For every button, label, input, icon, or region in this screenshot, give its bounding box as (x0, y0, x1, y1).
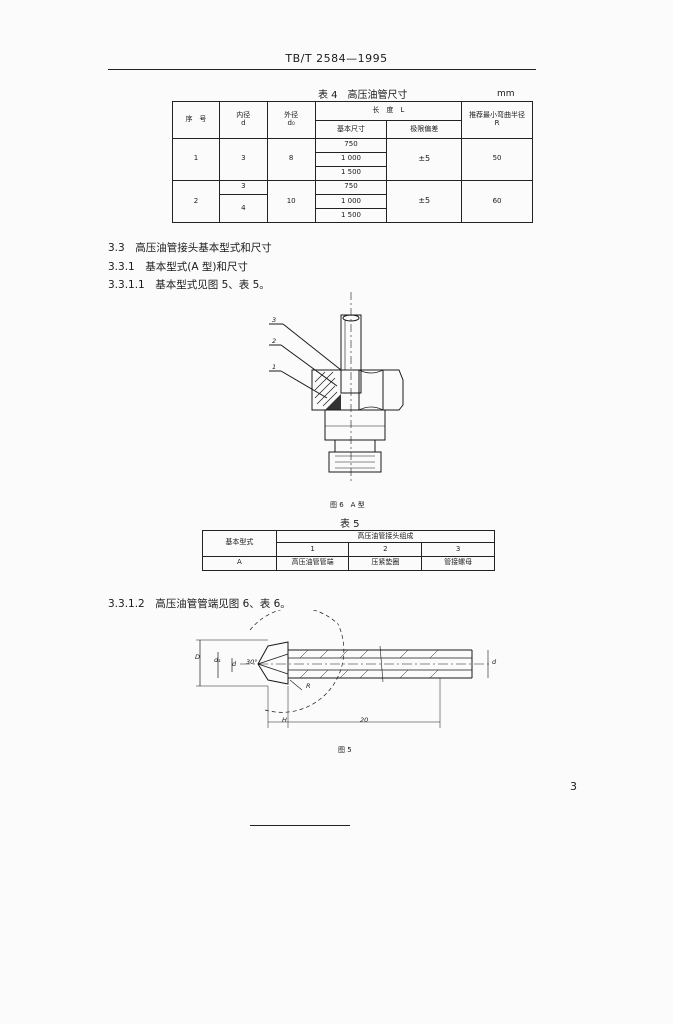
table-cell: 1 500 (314, 207, 388, 224)
part-label-1: 1 (272, 363, 277, 371)
table-cell: 750 (314, 179, 388, 195)
document-header: TB/T 2584—1995 (285, 52, 388, 65)
table4-unit: mm (497, 89, 515, 99)
table-cell: ±5 (386, 137, 463, 181)
table5: 基本型式 高压油管接头组成 1 2 3 A 高压油管管端 压紧垫圈 管接螺母 (202, 529, 496, 572)
t5-item-3: 管接螺母 (421, 555, 495, 572)
page-number: 3 (570, 780, 577, 793)
t5-item-2: 压紧垫圈 (348, 555, 423, 572)
th-radius-sym: R (494, 118, 500, 127)
t5-item-1: 高压油管管端 (275, 555, 350, 572)
th-length-text: 长 度 L (372, 106, 405, 115)
th-radius-text: 推荐最小弯曲半径 (469, 111, 526, 120)
table-cell: 1 (172, 137, 220, 181)
th-inner-sym: d (241, 118, 246, 127)
th-length: 长 度 L (314, 100, 463, 122)
figure-a-caption: 图 6 A 型 (330, 501, 365, 509)
t5-head-left: 基本型式 (202, 530, 277, 557)
dim-h: H (282, 716, 287, 724)
th-basic: 基本尺寸 (314, 120, 388, 139)
dim-dia: d (232, 660, 237, 668)
dim-d-outer: D (195, 653, 201, 661)
table-cell: 60 (461, 179, 533, 224)
section-3-3-1: 3.3.1 基本型式(A 型)和尺寸 (108, 261, 248, 273)
table-cell: 8 (266, 137, 316, 181)
table-cell: ±5 (386, 179, 463, 224)
table-cell: 4 (218, 193, 268, 224)
th-tolerance: 极限偏差 (386, 120, 463, 139)
table-cell: 750 (314, 137, 388, 153)
figure-b-caption: 图 5 (338, 746, 352, 754)
table-cell: 2 (172, 179, 220, 224)
th-outer-text: 外径 (284, 111, 299, 120)
table-cell: 1 500 (314, 165, 388, 181)
th-seq: 序 号 (172, 101, 220, 139)
t5-type: A (202, 555, 277, 572)
t5-head-group: 高压油管接头组成 (275, 529, 496, 544)
th-outer-sym: d₀ (287, 118, 295, 127)
table-cell: 1 000 (314, 151, 388, 167)
table-cell: 10 (266, 179, 316, 224)
t5-num-3: 3 (421, 542, 495, 557)
part-label-2: 2 (272, 337, 277, 345)
dim-length: 20 (360, 716, 369, 724)
table-cell: 3 (218, 137, 268, 181)
t5-num-1: 1 (275, 542, 350, 557)
table-cell: 1 000 (314, 193, 388, 209)
th-tolerance-text: 极限偏差 (410, 124, 439, 133)
header-rule (108, 69, 536, 70)
table5-caption: 表 5 (340, 519, 360, 530)
dim-end: d (492, 658, 497, 666)
part-label-3: 3 (272, 316, 277, 324)
dim-angle: 30° (246, 658, 258, 666)
pipe-end-drawing (196, 610, 490, 728)
end-rule (250, 825, 350, 826)
dim-d1: d₁ (214, 656, 221, 664)
t5-num-2: 2 (348, 542, 423, 557)
section-3-3-1-2: 3.3.1.2 高压油管管端见图 6、表 6。 (108, 598, 291, 610)
th-basic-text: 基本尺寸 (336, 124, 365, 133)
table-cell: 50 (461, 137, 533, 181)
fitting-assembly-drawing (269, 292, 404, 482)
section-3-3-1-1: 3.3.1.1 基本型式见图 5、表 5。 (108, 279, 270, 291)
table-cell: 3 (218, 179, 268, 195)
th-inner-text: 内径 (236, 111, 251, 120)
section-3-3: 3.3 高压油管接头基本型式和尺寸 (108, 242, 272, 254)
th-seq-text: 序 号 (185, 115, 207, 124)
table4-caption: 表 4 高压油管尺寸 (318, 90, 408, 101)
dim-r: R (306, 682, 311, 690)
